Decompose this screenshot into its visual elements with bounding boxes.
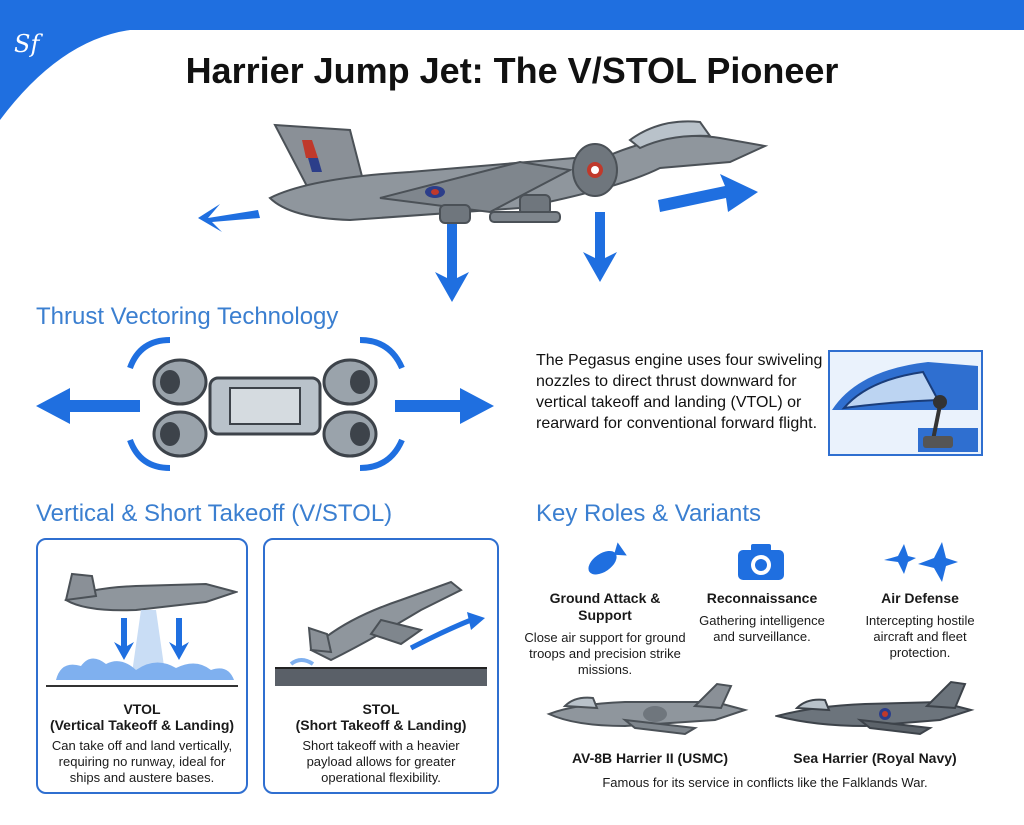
section-title-thrust: Thrust Vectoring Technology	[36, 303, 339, 330]
vtol-description: Can take off and land vertically, requir…	[51, 738, 233, 785]
thrust-description: The Pegasus engine uses four swiveling n…	[536, 352, 823, 432]
stol-subtitle: (Short Takeoff & Landing)	[295, 717, 467, 733]
stol-title: STOL	[362, 701, 400, 717]
pegasus-engine-diagram	[36, 337, 494, 471]
role-text-ground-attack: Close air support for ground troops and …	[524, 630, 686, 677]
fighter-jets-icon	[884, 542, 958, 582]
arrow-left-icon	[36, 388, 140, 424]
vtol-title: VTOL	[123, 701, 161, 717]
top-banner	[0, 0, 1024, 30]
section-title-roles: Key Roles & Variants	[536, 500, 761, 527]
logo: Sf	[14, 30, 40, 58]
stol-illustration	[275, 580, 487, 686]
cockpit-lever-illustration	[828, 350, 983, 456]
role-text-air-defense: Intercepting hostile aircraft and fleet …	[865, 613, 975, 660]
vtol-illustration	[46, 572, 238, 687]
section-title-vstol: Vertical & Short Takeoff (V/STOL)	[36, 500, 393, 527]
variants-note: Famous for its service in conflicts like…	[602, 775, 928, 790]
vtol-subtitle: (Vertical Takeoff & Landing)	[49, 717, 235, 733]
page-title: Harrier Jump Jet: The V/STOL Pioneer	[185, 50, 839, 91]
variant-name-av8b: AV-8B Harrier II (USMC)	[571, 750, 729, 766]
arrow-right-icon	[395, 388, 494, 424]
corner-badge	[0, 0, 130, 120]
vtol-card: VTOL (Vertical Takeoff & Landing) Can ta…	[36, 538, 248, 794]
thrust-arrow-down-1	[435, 218, 469, 302]
role-text-reconnaissance: Gathering intelligence and surveillance.	[699, 613, 825, 644]
thrust-arrow-forward	[658, 174, 758, 212]
role-title-reconnaissance: Reconnaissance	[706, 590, 818, 606]
role-title-air-defense: Air Defense	[881, 590, 959, 606]
sea-harrier-illustration	[775, 680, 975, 736]
camera-icon	[738, 544, 784, 580]
thrust-arrow-down-2	[583, 212, 617, 282]
stol-description: Short takeoff with a heavier payload all…	[302, 738, 460, 785]
thrust-arrow-left	[198, 204, 260, 232]
harrier-jet-illustration	[198, 120, 769, 302]
role-title-ground-attack: Ground Attack & Support	[549, 590, 661, 623]
stol-card: STOL (Short Takeoff & Landing) Short tak…	[263, 538, 499, 794]
av8b-harrier-illustration	[546, 682, 749, 736]
bomb-icon	[588, 542, 627, 575]
variant-name-sea-harrier: Sea Harrier (Royal Navy)	[793, 750, 957, 766]
